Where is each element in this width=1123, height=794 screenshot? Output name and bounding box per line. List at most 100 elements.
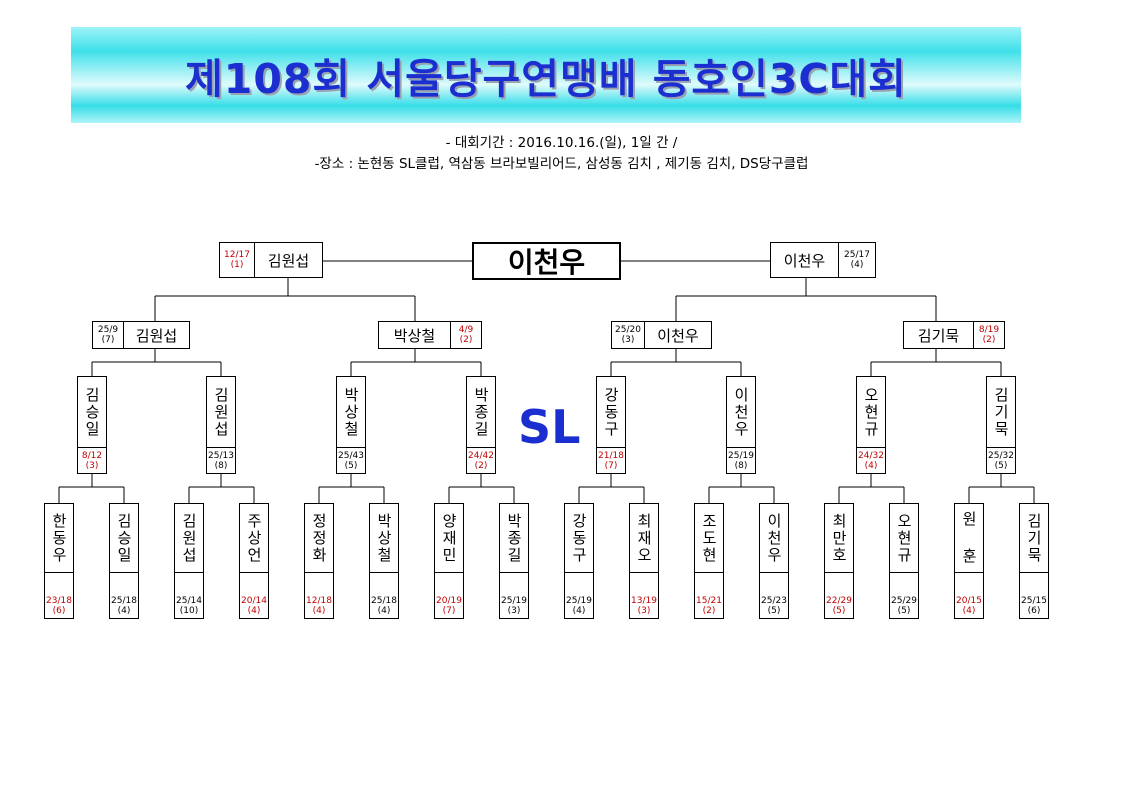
r16-8-name: 박종길	[505, 512, 523, 564]
r16-2-score-cell: 25/18 (4)	[110, 572, 138, 618]
r16-14: 오현규 25/29 (5)	[889, 503, 919, 619]
semi-4: 김기묵 8/19 (2)	[903, 321, 1005, 349]
r16-12-name: 이천우	[765, 512, 783, 564]
quarter-3-inning: (5)	[344, 460, 358, 471]
r16-15: 원 훈 20/15 (4)	[954, 503, 984, 619]
r16-8: 박종길 25/19 (3)	[499, 503, 529, 619]
quarter-1-score: 8/12	[81, 450, 103, 461]
r16-7-score-cell: 20/19 (7)	[435, 572, 463, 618]
champion-box: 이천우	[472, 242, 621, 280]
quarter-4: 박종길 24/42 (2)	[466, 376, 496, 474]
r16-15-inning: (4)	[962, 606, 976, 616]
r16-12-score: 25/23	[761, 596, 787, 606]
r16-9-inning: (4)	[572, 606, 586, 616]
quarter-3-name: 박상철	[342, 386, 360, 438]
final-right-inning: (4)	[850, 260, 864, 270]
r16-6: 박상철 25/18 (4)	[369, 503, 399, 619]
r16-1-inning: (6)	[52, 606, 66, 616]
r16-15-score: 20/15	[956, 596, 982, 606]
r16-8-score: 25/19	[501, 596, 527, 606]
r16-4: 주상언 20/14 (4)	[239, 503, 269, 619]
r16-1-score: 23/18	[46, 596, 72, 606]
quarter-8-name: 김기묵	[992, 386, 1010, 438]
r16-12-inning: (5)	[767, 606, 781, 616]
r16-16-inning: (6)	[1027, 606, 1041, 616]
quarter-2-inning: (8)	[214, 460, 228, 471]
semi-2-name: 박상철	[393, 326, 436, 345]
venue-info: -장소 : 논현동 SL클럽, 역삼동 브라보빌리어드, 삼성동 김치 , 제기…	[314, 156, 809, 172]
quarter-6: 이천우 25/19 (8)	[726, 376, 756, 474]
quarter-2-score: 25/13	[208, 450, 234, 461]
r16-5-name: 정정화	[310, 512, 328, 564]
r16-16-name: 김기묵	[1025, 512, 1043, 564]
r16-11-name: 조도현	[700, 512, 718, 564]
semi-3: 25/20 (3) 이천우	[611, 321, 712, 349]
r16-3-inning: (10)	[179, 606, 199, 616]
r16-8-inning: (3)	[507, 606, 521, 616]
r16-1-score-cell: 23/18 (6)	[45, 572, 73, 618]
quarter-6-inning: (8)	[734, 460, 748, 471]
semi-3-inning: (3)	[621, 335, 635, 345]
period-info: - 대회기간 : 2016.10.16.(일), 1일 간 /	[445, 135, 678, 151]
r16-7-name: 양재민	[440, 512, 458, 564]
quarter-7-score: 24/32	[858, 450, 884, 461]
r16-7-inning: (7)	[442, 606, 456, 616]
quarter-5-score-cell: 21/18 (7)	[597, 447, 625, 473]
quarter-8: 김기묵 25/32 (5)	[986, 376, 1016, 474]
r16-16-score-cell: 25/15 (6)	[1020, 572, 1048, 618]
final-right-name: 이천우	[783, 251, 826, 270]
final-right-score: 25/17	[844, 250, 870, 260]
quarter-2-score-cell: 25/13 (8)	[207, 447, 235, 473]
r16-2-inning: (4)	[117, 606, 131, 616]
r16-12-score-cell: 25/23 (5)	[760, 572, 788, 618]
quarter-6-score: 25/19	[728, 450, 754, 461]
semi-4-score-cell: 8/19 (2)	[973, 322, 1004, 348]
quarter-6-score-cell: 25/19 (8)	[727, 447, 755, 473]
quarter-4-inning: (2)	[474, 460, 488, 471]
quarter-1-name: 김승일	[83, 386, 101, 438]
r16-14-name: 오현규	[895, 512, 913, 564]
venue-code: SL	[518, 400, 581, 454]
r16-11-inning: (2)	[702, 606, 716, 616]
quarter-4-score: 24/42	[468, 450, 494, 461]
r16-14-score-cell: 25/29 (5)	[890, 572, 918, 618]
r16-12: 이천우 25/23 (5)	[759, 503, 789, 619]
quarter-7-inning: (4)	[864, 460, 878, 471]
final-left-inning: (1)	[230, 260, 244, 270]
r16-9-score: 25/19	[566, 596, 592, 606]
r16-1: 한동우 23/18 (6)	[44, 503, 74, 619]
semi-2: 박상철 4/9 (2)	[378, 321, 482, 349]
final-left: 12/17 (1) 김원섭	[219, 242, 323, 278]
r16-1-name: 한동우	[50, 512, 68, 564]
r16-8-score-cell: 25/19 (3)	[500, 572, 528, 618]
r16-10: 최재오 13/19 (3)	[629, 503, 659, 619]
r16-6-name: 박상철	[375, 512, 393, 564]
quarter-1-score-cell: 8/12 (3)	[78, 447, 106, 473]
r16-9: 강동구 25/19 (4)	[564, 503, 594, 619]
r16-6-inning: (4)	[377, 606, 391, 616]
quarter-5-inning: (7)	[604, 460, 618, 471]
semi-1-inning: (7)	[101, 335, 115, 345]
semi-4-score: 8/19	[978, 325, 1000, 335]
r16-5-inning: (4)	[312, 606, 326, 616]
quarter-5-score: 21/18	[598, 450, 624, 461]
r16-13: 최만호 22/29 (5)	[824, 503, 854, 619]
r16-11-score-cell: 15/21 (2)	[695, 572, 723, 618]
quarter-3: 박상철 25/43 (5)	[336, 376, 366, 474]
final-left-score-cell: 12/17 (1)	[220, 243, 255, 277]
semi-4-name: 김기묵	[917, 326, 960, 345]
r16-14-inning: (5)	[897, 606, 911, 616]
r16-5-score: 12/18	[306, 596, 332, 606]
quarter-4-name: 박종길	[472, 386, 490, 438]
r16-2: 김승일 25/18 (4)	[109, 503, 139, 619]
r16-9-score-cell: 25/19 (4)	[565, 572, 593, 618]
semi-1-score: 25/9	[97, 325, 119, 335]
quarter-1-inning: (3)	[85, 460, 99, 471]
r16-13-score-cell: 22/29 (5)	[825, 572, 853, 618]
r16-4-score: 20/14	[241, 596, 267, 606]
r16-2-score: 25/18	[111, 596, 137, 606]
quarter-8-inning: (5)	[994, 460, 1008, 471]
quarter-2: 김원섭 25/13 (8)	[206, 376, 236, 474]
semi-1-name: 김원섭	[135, 326, 178, 345]
quarter-3-score-cell: 25/43 (5)	[337, 447, 365, 473]
